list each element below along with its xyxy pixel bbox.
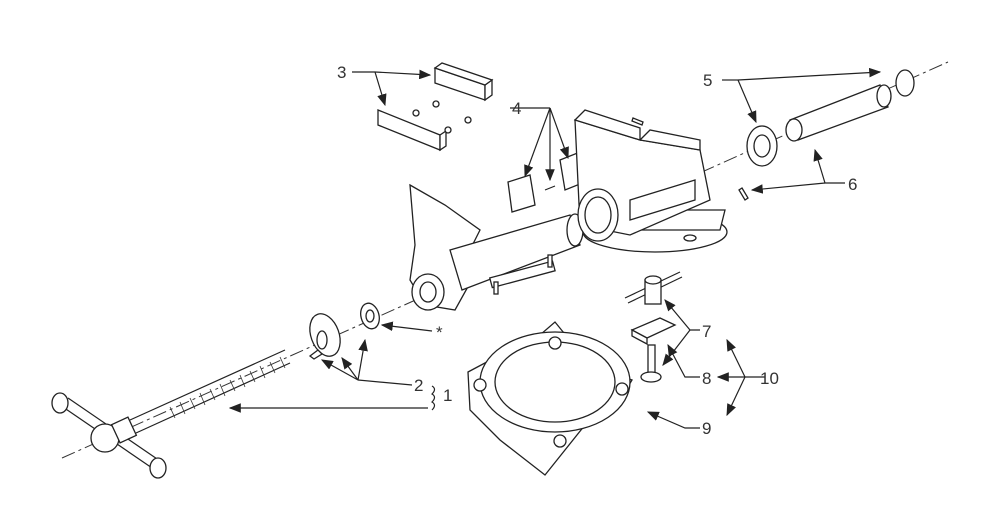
callout-5: 5: [703, 71, 712, 90]
handle-screw-part: [51, 349, 291, 479]
lock-handle-parts: [624, 271, 683, 383]
retainer-plate-part: [308, 313, 341, 360]
callout-9: 9: [702, 419, 711, 438]
callout-7: 7: [702, 322, 711, 341]
leader-lines: [228, 67, 882, 429]
pin-part: [547, 254, 553, 268]
front-jaw-part: [409, 183, 584, 311]
washer-part: [360, 302, 380, 330]
pin-part: [493, 281, 499, 295]
callout-1: 1: [443, 386, 452, 405]
callout-2: 2: [414, 376, 423, 395]
callout-10: 10: [760, 369, 779, 388]
swivel-base-part: [467, 321, 633, 476]
rear-body-part: [573, 109, 728, 253]
callout-6: 6: [848, 175, 857, 194]
callout-3: 3: [337, 63, 346, 82]
callout-8: 8: [702, 369, 711, 388]
jaw-insert-parts: [377, 62, 494, 152]
nut-and-tube-parts: [631, 69, 915, 201]
callout-4: 4: [512, 99, 521, 118]
callout-star: *: [436, 323, 443, 342]
key-bar-part: [488, 260, 556, 289]
